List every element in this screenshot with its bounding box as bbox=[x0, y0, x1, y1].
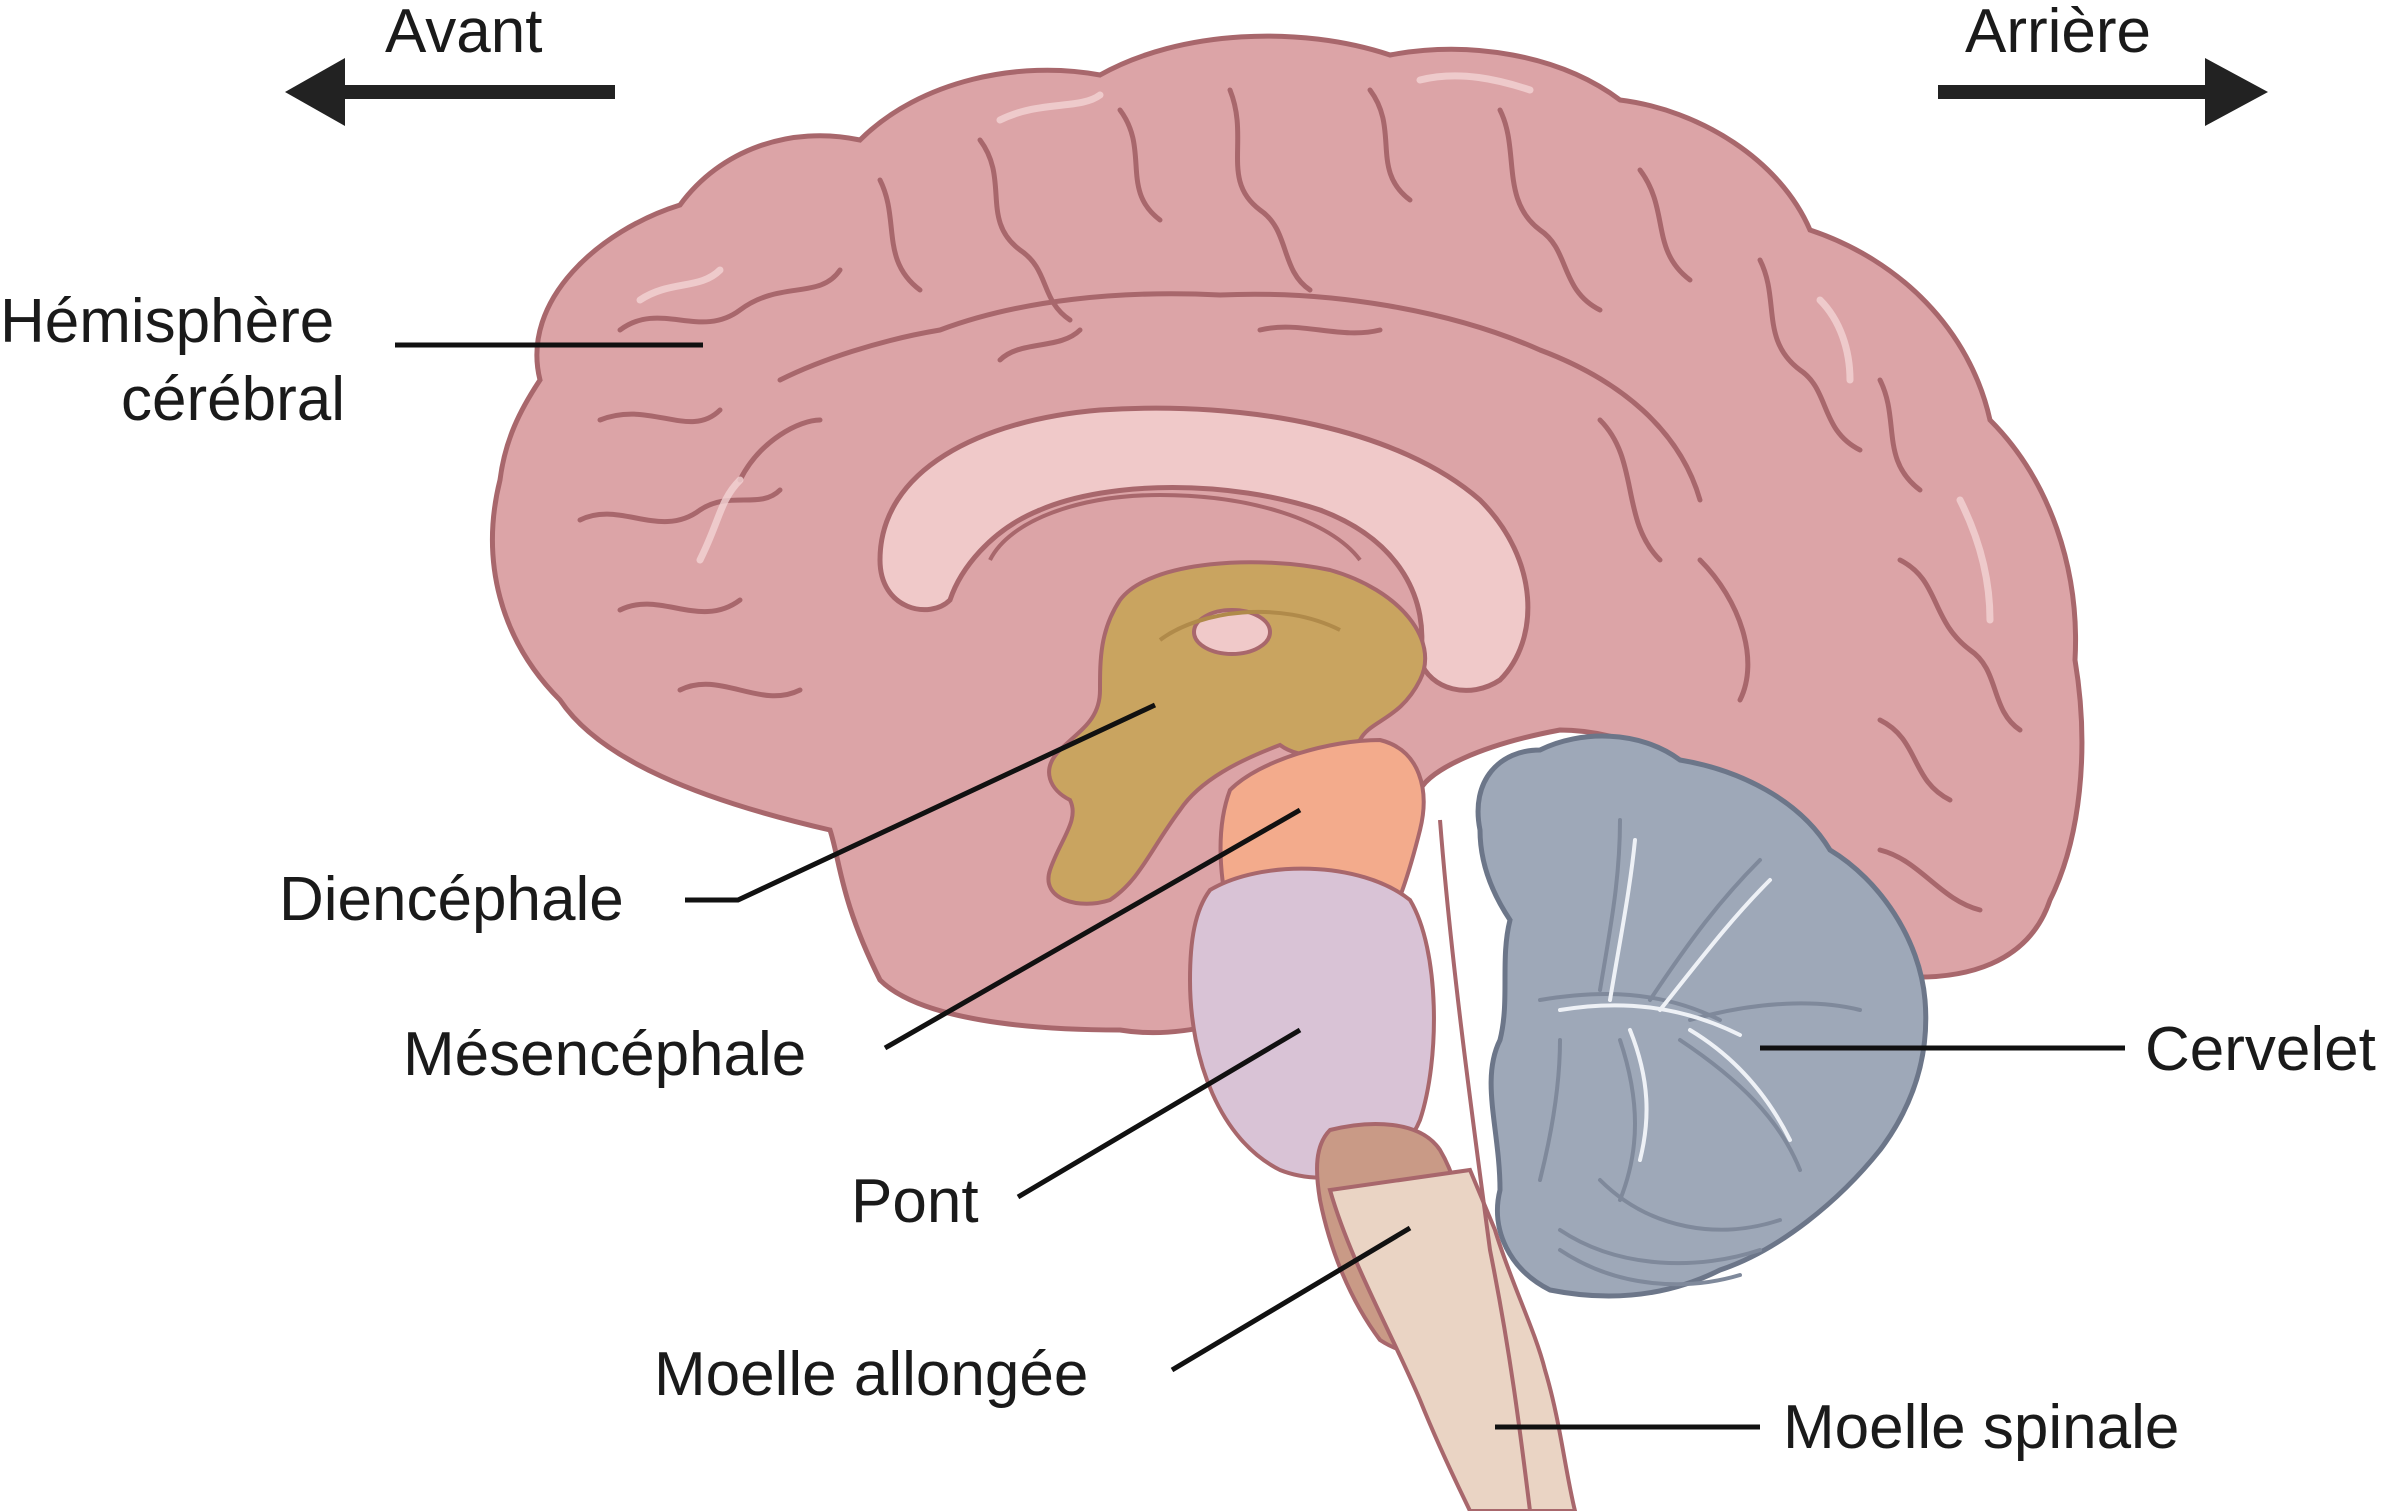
back-arrow bbox=[1938, 58, 2268, 126]
label-diencephalon: Diencéphale bbox=[279, 865, 624, 934]
midbrain-leader bbox=[883, 807, 1302, 1051]
front-arrow bbox=[285, 58, 615, 126]
pons-leader bbox=[1016, 1027, 1302, 1200]
diencephalon bbox=[1046, 560, 1427, 906]
medulla-leader bbox=[1170, 1225, 1412, 1373]
label-cerebral-hemisphere-line1: Hémisphère bbox=[0, 287, 334, 356]
back-label: Arrière bbox=[1965, 0, 2151, 66]
corpus-callosum bbox=[877, 405, 1531, 693]
diencephalon-leader bbox=[685, 702, 1157, 903]
label-cerebral-hemisphere-line2: cérébral bbox=[121, 365, 345, 434]
label-spinal-cord: Moelle spinale bbox=[1783, 1393, 2179, 1462]
front-label: Avant bbox=[385, 0, 542, 66]
label-cerebellum: Cervelet bbox=[2145, 1015, 2376, 1084]
cerebellum bbox=[1475, 733, 1929, 1299]
label-medulla-oblongata: Moelle allongée bbox=[654, 1340, 1088, 1409]
label-midbrain: Mésencéphale bbox=[403, 1020, 806, 1089]
cerebral-hemisphere bbox=[490, 33, 2085, 1036]
label-pons: Pont bbox=[851, 1167, 979, 1236]
